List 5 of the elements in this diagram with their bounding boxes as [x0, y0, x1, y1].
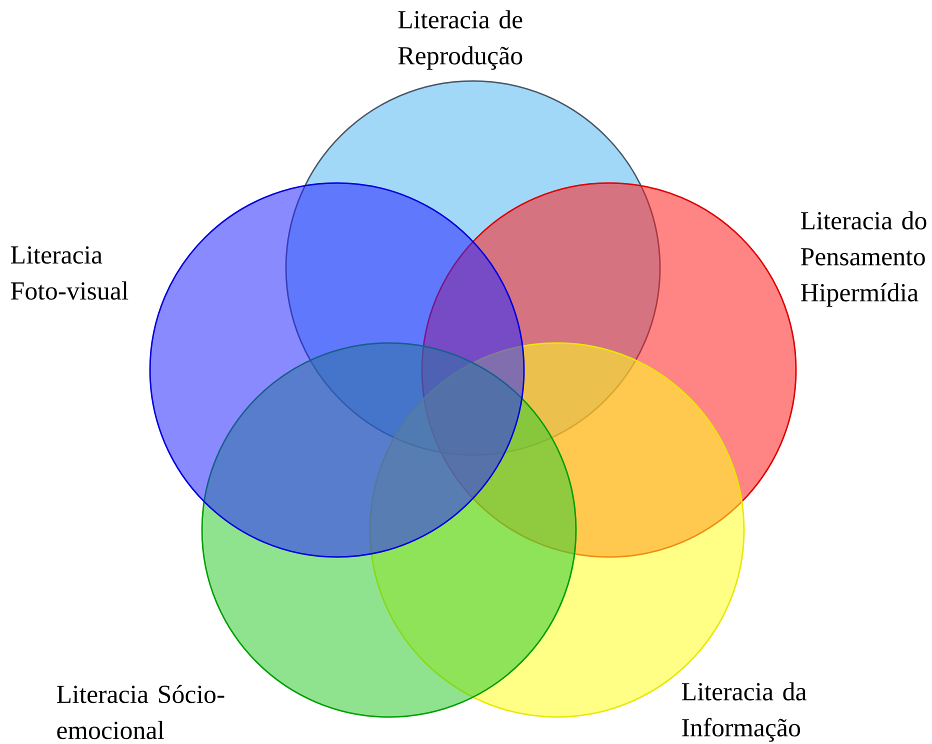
circle-label: Literacia de Reprodução [398, 10, 522, 70]
circle-label: Literacia da Informação [682, 682, 806, 742]
circle-label: Literacia Foto-visual [10, 246, 128, 300]
circle-label: Literacia do Pensamento Hipermídia [800, 211, 926, 307]
circle-label: Literacia Sócio-emocional [56, 684, 224, 740]
